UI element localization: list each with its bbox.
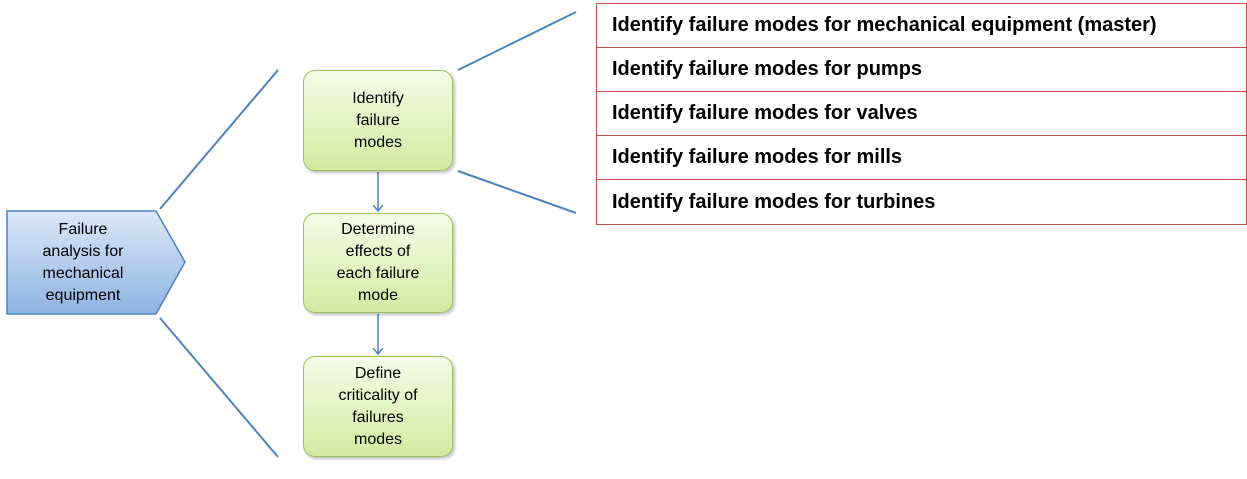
- root-label-line: Failure: [58, 220, 108, 238]
- step-label-line: Determine: [341, 221, 415, 238]
- root-label-line: equipment: [45, 286, 121, 304]
- root-label-line: mechanical: [42, 264, 124, 282]
- step-label-line: each failure: [336, 265, 420, 282]
- step-define-criticality: Define criticality of failures modes: [303, 356, 453, 457]
- root-chevron: Failure analysis for mechanical equipmen…: [6, 210, 186, 315]
- step-label-line: modes: [353, 133, 403, 151]
- detail-item-turbines: Identify failure modes for turbines: [612, 190, 936, 213]
- failure-mode-detail-list: Identify failure modes for mechanical eq…: [596, 3, 1247, 225]
- detail-item-pumps: Identify failure modes for pumps: [597, 48, 1246, 92]
- detail-item-master: Identify failure modes for mechanical eq…: [597, 4, 1246, 48]
- left-bracket-lower-line: [159, 317, 279, 458]
- right-bracket-lower-line: [457, 170, 577, 214]
- detail-item-mills: Identify failure modes for mills: [597, 136, 1246, 180]
- step-label-line: mode: [357, 287, 399, 304]
- step-label-line: Identify: [352, 89, 404, 107]
- step-label-line: modes: [353, 430, 403, 448]
- step-identify-failure-modes: Identify failure modes: [303, 70, 453, 171]
- root-label: Failure analysis for mechanical equipmen…: [14, 210, 152, 315]
- left-bracket-upper-line: [159, 69, 279, 210]
- step-label-line: effects of: [345, 243, 411, 260]
- step-label-line: failure: [356, 111, 400, 129]
- detail-item-valves: Identify failure modes for valves: [597, 92, 1246, 136]
- step-label-line: criticality of: [338, 386, 418, 404]
- step-label-line: Define: [354, 364, 402, 382]
- root-label-line: analysis for: [42, 242, 124, 260]
- right-bracket-upper-line: [457, 11, 577, 71]
- step-determine-effects: Determine effects of each failure mode: [303, 213, 453, 313]
- step-label-line: failures: [352, 408, 404, 426]
- chevron-shape: [6, 210, 186, 315]
